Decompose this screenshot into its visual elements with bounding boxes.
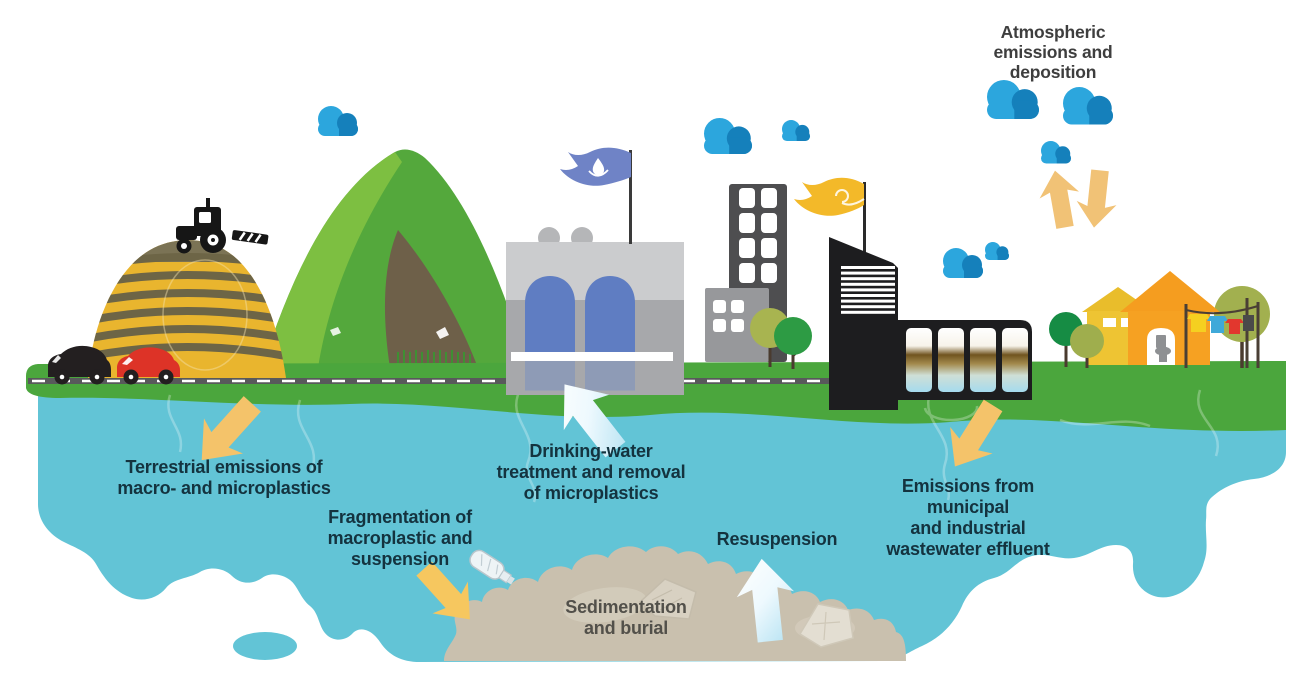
soil-patch <box>384 230 478 368</box>
flagpole <box>629 150 632 244</box>
cloud-icon <box>1063 87 1113 125</box>
plastic-bag-icon <box>798 603 854 648</box>
windows <box>739 188 777 283</box>
litter-scrap <box>436 327 449 339</box>
tree-icon <box>1070 324 1104 368</box>
wastewater-tanks <box>906 328 1028 392</box>
black-car-icon <box>48 345 111 385</box>
laundry <box>1187 314 1254 334</box>
cloud-icon <box>704 118 752 154</box>
cloud-icon <box>1041 141 1071 164</box>
exchange-arrows-icon <box>1035 167 1120 231</box>
factory-building <box>794 177 1032 410</box>
sediment-bed <box>444 546 906 661</box>
water-drop-flag-icon <box>560 147 631 186</box>
cloud-icon <box>943 248 983 278</box>
plow-icon <box>231 230 269 245</box>
wind-flag-icon <box>794 177 865 216</box>
litter-scrap <box>330 327 341 336</box>
mountain <box>262 149 528 368</box>
clothesline-icon <box>1184 298 1260 368</box>
cloud-icon <box>985 242 1009 260</box>
farm-field <box>88 240 286 378</box>
grass-texture <box>397 350 471 366</box>
louver-stripes <box>841 266 895 314</box>
plastic-bottle-icon <box>469 549 515 585</box>
cloud-icon <box>318 106 358 136</box>
plastic-bag-icon <box>638 578 697 620</box>
windows <box>713 300 744 332</box>
tree-icon <box>774 317 812 369</box>
water-blob <box>1160 487 1206 513</box>
clouds <box>318 80 1113 278</box>
flagpole <box>863 182 866 252</box>
toilet-icon <box>1155 335 1171 362</box>
drinking-water-plant <box>506 147 684 395</box>
water-blob <box>233 632 297 660</box>
cloud-icon <box>782 120 810 141</box>
tree-icon <box>1214 286 1270 368</box>
cloud-icon <box>987 80 1039 119</box>
tractor-icon <box>176 198 269 254</box>
wind-swirls <box>167 389 1219 503</box>
houses <box>1049 271 1270 368</box>
city-buildings <box>705 184 812 369</box>
red-car-icon <box>117 347 180 385</box>
